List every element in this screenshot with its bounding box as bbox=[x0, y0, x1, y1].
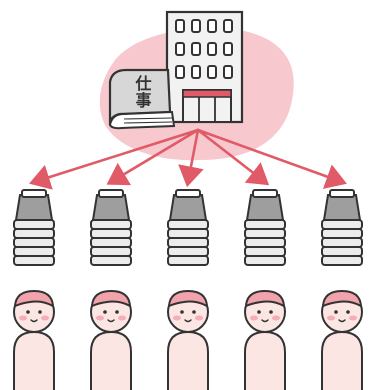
building-window bbox=[223, 65, 233, 79]
worker-icon bbox=[321, 289, 363, 390]
building-window bbox=[223, 19, 233, 33]
building-window bbox=[191, 65, 201, 79]
building-window bbox=[191, 19, 201, 33]
work-book-icon: 仕事 bbox=[108, 68, 176, 130]
building-window bbox=[175, 65, 185, 79]
task-stack-icon bbox=[13, 189, 55, 266]
building-window bbox=[207, 65, 217, 79]
distribution-arrow bbox=[29, 128, 200, 190]
task-stack-icon bbox=[321, 189, 363, 266]
building-window bbox=[191, 42, 201, 56]
building-window bbox=[207, 42, 217, 56]
building-window bbox=[207, 19, 217, 33]
worker-icon bbox=[244, 289, 286, 390]
building-window bbox=[175, 42, 185, 56]
task-stack-icon bbox=[90, 189, 132, 266]
distribution-arrow bbox=[196, 128, 347, 189]
distribution-arrow bbox=[196, 128, 270, 186]
task-stack-icon bbox=[244, 189, 286, 266]
worker-icon bbox=[167, 289, 209, 390]
building-window bbox=[175, 19, 185, 33]
worker-icon bbox=[13, 289, 55, 390]
distribution-arrow bbox=[178, 128, 204, 188]
worker-icon bbox=[90, 289, 132, 390]
book-label: 仕事 bbox=[133, 74, 153, 109]
task-stack-icon bbox=[167, 189, 209, 266]
distribution-arrow bbox=[106, 128, 200, 186]
building-window bbox=[223, 42, 233, 56]
office-building-icon bbox=[165, 10, 244, 124]
